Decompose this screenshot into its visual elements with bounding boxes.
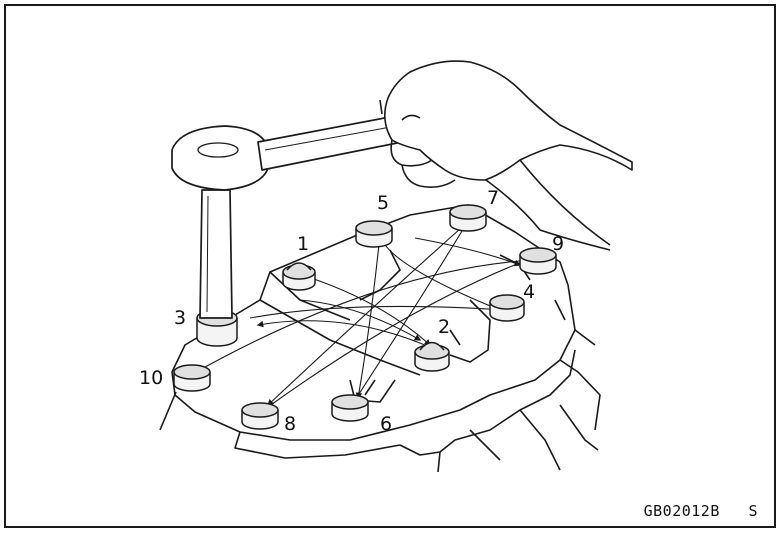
engine-cover <box>159 204 601 473</box>
bolt-label-10: 10 <box>139 367 163 389</box>
bolt-label-5: 5 <box>377 192 389 214</box>
figure-frame <box>4 4 776 528</box>
bolt-7 <box>449 204 487 232</box>
bolt-label-3: 3 <box>174 307 186 329</box>
bolt-label-2: 2 <box>438 316 450 338</box>
hand <box>379 60 633 251</box>
bolt-label-9: 9 <box>552 233 564 255</box>
bolt-label-1: 1 <box>297 233 309 255</box>
bolt-6 <box>331 394 369 422</box>
figure-code-id: GB02012B <box>643 502 720 520</box>
bolt-label-7: 7 <box>487 187 499 209</box>
bolt-labels: 1 2 3 4 5 6 7 8 9 10 <box>139 187 564 435</box>
bolt-8 <box>241 402 279 430</box>
torque-wrench <box>171 103 433 319</box>
bolt-label-4: 4 <box>523 281 535 303</box>
figure-code-suffix: S <box>748 502 758 520</box>
sequence-arrows <box>194 216 534 408</box>
bolt-9 <box>519 247 557 275</box>
bolt-group <box>173 204 557 430</box>
bolt-10 <box>173 364 211 392</box>
figure-code: GB02012B S <box>644 502 758 520</box>
bolt-label-8: 8 <box>284 413 296 435</box>
bolt-5 <box>355 220 393 248</box>
bolt-2 <box>414 341 450 372</box>
bolt-4 <box>489 294 525 322</box>
bolt-label-6: 6 <box>380 413 392 435</box>
bolt-1 <box>282 262 316 291</box>
